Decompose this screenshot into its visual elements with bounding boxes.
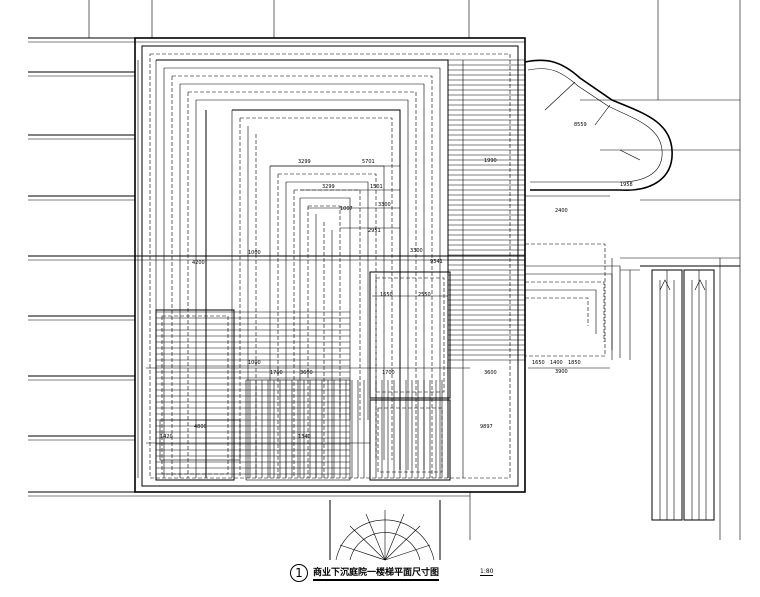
dim-label: 2550 [418, 292, 431, 298]
dim-label: 3299 [298, 159, 311, 165]
curved-balcony [524, 59, 673, 197]
dim-label: 4200 [192, 260, 205, 266]
bottom-stair-treads [249, 380, 449, 478]
escalator [620, 265, 740, 521]
top-grid-lines [88, 0, 659, 100]
dim-label: 1340 [298, 434, 311, 440]
left-stair-runs [155, 60, 333, 478]
dim-label: 3600 [300, 370, 313, 376]
drawing-scale: 1:80 [480, 568, 494, 576]
dim-label: 1990 [484, 158, 497, 164]
drawing-title: 商业下沉庭院一楼梯平面尺寸图 [313, 565, 440, 581]
dim-label: 5701 [362, 159, 375, 165]
stair-outlines-upper [156, 59, 449, 478]
lower-stair-treads [156, 311, 350, 475]
dim-label: 2400 [555, 208, 568, 214]
dim-label: 1700 [270, 370, 283, 376]
landing-blocks [155, 271, 451, 481]
dim-label: 3600 [484, 370, 497, 376]
dim-label: 4800 [194, 424, 207, 430]
dim-label: 1650 [532, 360, 545, 366]
dim-label: 3300 [378, 202, 391, 208]
dim-label: 1420 [160, 434, 173, 440]
bottom-right-lines [469, 0, 741, 540]
right-stair-connection [524, 243, 631, 360]
dim-label: 9341 [430, 259, 443, 265]
dim-label: 9897 [480, 424, 493, 430]
dimension-texts: 3299 5701 3299 1501 3300 2951 1007 9341 … [160, 122, 633, 440]
dim-label: 1000 [248, 360, 261, 366]
dim-label: 1850 [568, 360, 581, 366]
dim-label: 3299 [322, 184, 335, 190]
dim-label: 3900 [555, 369, 568, 375]
drawing-number-circle: 1 [290, 564, 308, 582]
spiral-stair [329, 500, 441, 561]
right-stair-treads [448, 59, 525, 361]
dim-label: 1007 [340, 206, 353, 212]
dim-label: 1501 [370, 184, 383, 190]
dim-label: 1958 [620, 182, 633, 188]
dim-label: 3300 [410, 248, 423, 254]
dim-label: 1650 [380, 292, 393, 298]
dim-label: 2951 [368, 228, 381, 234]
dimension-lines [137, 60, 613, 478]
drawing-title-block: 1 商业下沉庭院一楼梯平面尺寸图 1:80 [290, 562, 530, 586]
dim-label: 1000 [248, 250, 261, 256]
dim-label: 1400 [550, 360, 563, 366]
dim-label: 8559 [574, 122, 587, 128]
dim-label: 1700 [382, 370, 395, 376]
